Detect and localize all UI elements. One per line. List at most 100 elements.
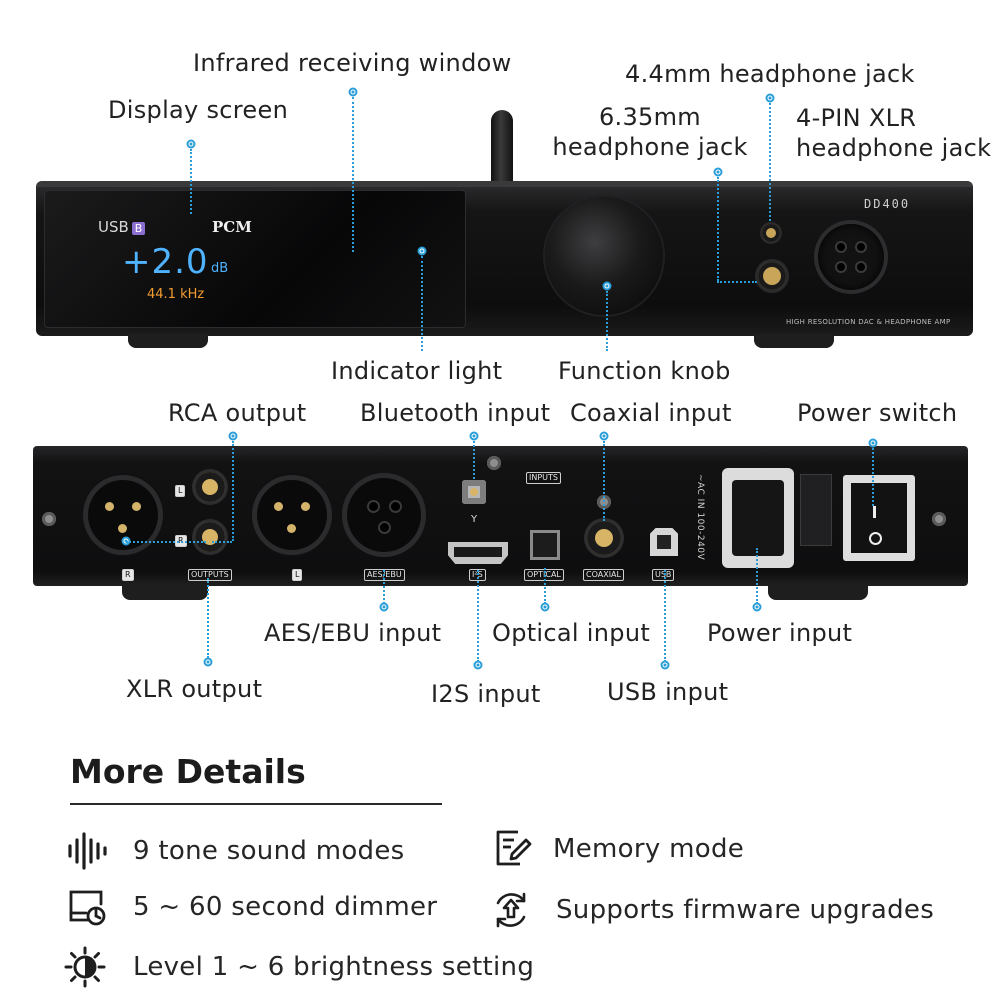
sound-wave-icon bbox=[68, 832, 107, 870]
callout-dot bbox=[379, 602, 389, 612]
label-optical-input: Optical input bbox=[492, 619, 651, 647]
i2s-port bbox=[448, 542, 508, 564]
callout-line bbox=[717, 177, 719, 281]
callout-line bbox=[477, 570, 479, 662]
xlr-output-left bbox=[257, 480, 327, 550]
label-rca-output: RCA output bbox=[168, 399, 307, 427]
callout-line bbox=[872, 448, 874, 506]
callout-dot bbox=[660, 660, 670, 670]
usb-tag: USB bbox=[652, 569, 675, 581]
callout-dot bbox=[469, 431, 479, 441]
callout-line bbox=[383, 570, 385, 604]
label-indicator-light: Indicator light bbox=[331, 357, 503, 385]
usb-port bbox=[650, 528, 678, 556]
brand-logo: DD400 bbox=[864, 197, 911, 211]
callout-line bbox=[421, 256, 423, 351]
callout-line bbox=[232, 441, 234, 541]
jack-4-4mm bbox=[762, 224, 780, 242]
label-infrared-window: Infrared receiving window bbox=[193, 49, 512, 77]
label-i2s-input: I2S input bbox=[431, 680, 541, 708]
callout-line bbox=[126, 541, 206, 543]
callout-line bbox=[207, 578, 209, 658]
feature-brightness: Level 1 ~ 6 brightness setting bbox=[133, 952, 535, 982]
memo-edit-icon bbox=[496, 830, 532, 866]
screw bbox=[487, 456, 501, 470]
fuse-holder bbox=[800, 474, 832, 546]
bluetooth-antenna-port bbox=[462, 480, 486, 504]
rca-left-tag: L bbox=[175, 485, 186, 497]
aes-ebu-port bbox=[347, 478, 421, 552]
display-source-badge: B bbox=[131, 222, 146, 235]
power-switch[interactable] bbox=[843, 475, 915, 561]
front-tagline: HIGH RESOLUTION DAC & HEADPHONE AMP bbox=[786, 318, 951, 326]
xlr-left-tag: L bbox=[292, 569, 303, 581]
feature-dimmer: 5 ~ 60 second dimmer bbox=[133, 892, 438, 922]
firmware-upgrade-icon bbox=[496, 892, 526, 928]
label-power-switch: Power switch bbox=[797, 399, 958, 427]
callout-line bbox=[769, 103, 771, 221]
label-bluetooth-input: Bluetooth input bbox=[360, 399, 551, 427]
coaxial-port bbox=[587, 521, 621, 555]
callout-dot bbox=[713, 167, 723, 177]
callout-line bbox=[473, 441, 475, 479]
switch-off-mark bbox=[869, 532, 882, 545]
display-format: PCM bbox=[212, 218, 252, 236]
details-title: More Details bbox=[70, 752, 306, 791]
screw bbox=[932, 512, 946, 526]
label-coaxial-input: Coaxial input bbox=[570, 399, 732, 427]
feature-tone-modes: 9 tone sound modes bbox=[133, 836, 405, 866]
details-divider bbox=[70, 803, 442, 805]
label-jack-4-4mm: 4.4mm headphone jack bbox=[625, 60, 915, 88]
feature-firmware-upgrades: Supports firmware upgrades bbox=[556, 895, 935, 925]
label-xlr-output: XLR output bbox=[126, 675, 263, 703]
callout-dot bbox=[765, 93, 775, 103]
display-sample-rate: 44.1 kHz bbox=[147, 287, 205, 302]
xlr-right-tag: R bbox=[122, 569, 134, 581]
label-power-input: Power input bbox=[707, 619, 853, 647]
xlr-headphone-jack bbox=[818, 224, 884, 290]
rca-output-left bbox=[195, 472, 225, 502]
feature-memory-mode: Memory mode bbox=[553, 834, 745, 864]
function-knob[interactable] bbox=[545, 197, 663, 315]
callout-dot bbox=[203, 657, 213, 667]
label-display-screen: Display screen bbox=[108, 96, 289, 124]
callout-line bbox=[606, 291, 608, 351]
front-foot-left bbox=[128, 334, 208, 348]
callout-dot bbox=[348, 87, 358, 97]
optical-tag: OPTICAL bbox=[524, 569, 564, 581]
optical-port bbox=[530, 530, 560, 560]
rca-output-right bbox=[195, 522, 225, 552]
callout-line bbox=[212, 541, 232, 543]
label-function-knob: Function knob bbox=[558, 357, 731, 385]
display-volume-unit: dB bbox=[211, 261, 229, 276]
coaxial-tag: COAXIAL bbox=[583, 569, 624, 581]
power-inlet bbox=[722, 468, 794, 568]
callout-dot bbox=[186, 139, 196, 149]
dimmer-timer-icon bbox=[69, 890, 106, 926]
label-usb-input: USB input bbox=[607, 678, 729, 706]
outputs-tag: OUTPUTS bbox=[188, 569, 232, 581]
callout-dot bbox=[752, 602, 762, 612]
antenna bbox=[491, 110, 513, 185]
inputs-tag: INPUTS bbox=[526, 472, 561, 484]
antenna-symbol-icon: Y bbox=[471, 514, 478, 525]
callout-dot bbox=[473, 660, 483, 670]
display-volume: +2.0 bbox=[122, 242, 209, 282]
callout-dot bbox=[599, 431, 609, 441]
callout-dot bbox=[602, 281, 612, 291]
callout-line bbox=[664, 570, 666, 662]
callout-dot bbox=[417, 246, 427, 256]
back-foot-right bbox=[768, 584, 868, 600]
brightness-icon bbox=[64, 946, 106, 988]
label-aes-ebu-input: AES/EBU input bbox=[264, 619, 442, 647]
display-screen bbox=[44, 190, 466, 328]
jack-6-35mm bbox=[758, 262, 786, 290]
callout-line bbox=[352, 97, 354, 252]
screw bbox=[42, 512, 56, 526]
callout-line bbox=[756, 548, 758, 604]
switch-on-mark bbox=[873, 506, 876, 518]
callout-dot bbox=[868, 438, 878, 448]
